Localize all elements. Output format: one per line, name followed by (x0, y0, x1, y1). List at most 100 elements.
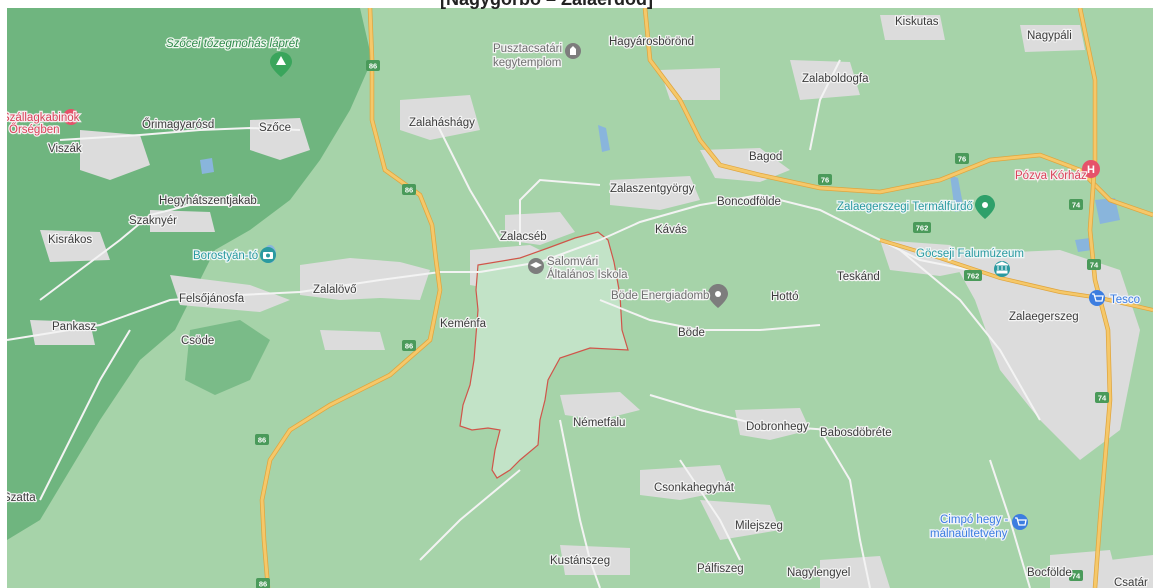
map-canvas[interactable]: 86 86 86 86 86 76 76 762 762 74 74 74 74… (7, 8, 1153, 588)
place-label: Németfalu (573, 417, 625, 429)
poi-label: Göcseji Falumúzeum (916, 248, 1024, 260)
place-label: Csatár (1114, 577, 1148, 588)
poi-markers: H (63, 43, 1105, 530)
place-label: Zalalövő (313, 284, 356, 296)
map-view[interactable]: 86 86 86 86 86 76 76 762 762 74 74 74 74… (7, 8, 1153, 588)
highlighted-municipality[interactable] (459, 231, 629, 479)
hospital-pin-icon[interactable]: H (1082, 160, 1100, 178)
place-label: Bagod (749, 151, 782, 163)
place-label: Csonkahegyhát (654, 482, 735, 494)
place-label: Őrimagyarósd (142, 117, 214, 131)
place-label: Keménfa (440, 318, 487, 330)
church-pin-icon[interactable] (565, 43, 581, 59)
place-label: Hagyárosbörönd (609, 36, 694, 48)
place-label: Zalaboldogfa (802, 73, 869, 85)
place-label: Pankasz (52, 321, 96, 333)
poi-label: Borostyán-tó (193, 250, 258, 262)
page-title: [Nagygörbő – Zalaerdőd] (440, 0, 653, 10)
minor-roads (7, 59, 1041, 588)
svg-text:74: 74 (1072, 572, 1081, 581)
poi-label: Salomvári (547, 256, 598, 268)
place-label: Nagypáli (1027, 30, 1072, 42)
place-label: Csöde (181, 335, 214, 347)
park-pin-icon[interactable] (270, 52, 292, 77)
place-label: Hegyhátszentjakab (159, 195, 257, 207)
place-label: Viszák (48, 143, 82, 155)
poi-label: Szállagkabinok (7, 112, 80, 124)
place-label: Nagylengyel (787, 567, 850, 579)
place-label: Szaknyér (129, 215, 177, 227)
poi-label: Cimpó hegy - (940, 514, 1009, 526)
svg-text:86: 86 (259, 580, 267, 588)
shield-74: 74 (1069, 570, 1083, 581)
place-label: Szatta (7, 492, 36, 504)
left-margin (0, 0, 7, 588)
shield-86: 86 (402, 340, 416, 351)
built-areas (30, 15, 1153, 588)
svg-text:76: 76 (958, 155, 966, 164)
place-label: Kiskutas (895, 16, 939, 28)
map-labels: Szőcei tőzegmohás láprét Pusztacsatári k… (7, 15, 1149, 588)
shield-86: 86 (402, 184, 416, 195)
hotel-pin-icon[interactable] (63, 109, 79, 125)
shield-74: 74 (1087, 259, 1101, 270)
svg-text:74: 74 (1072, 201, 1081, 210)
place-label: Zalaháshágy (409, 117, 475, 129)
school-pin-icon[interactable] (528, 258, 544, 274)
place-label: Milejszeg (735, 520, 783, 532)
shield-86: 86 (255, 434, 269, 445)
museum-pin-icon[interactable] (994, 261, 1010, 277)
location-pin-icon[interactable] (708, 284, 728, 308)
svg-text:86: 86 (405, 342, 413, 351)
shield-76: 76 (818, 174, 832, 185)
poi-label: Pózva Kórház (1015, 170, 1087, 182)
place-label: Zalaszentgyörgy (610, 183, 695, 195)
poi-label: Szőcei tőzegmohás láprét (166, 38, 299, 50)
place-label: Kustánszeg (550, 555, 610, 567)
top-strip (0, 0, 1153, 8)
shield-76: 76 (955, 153, 969, 164)
place-label: Boncodfölde (717, 196, 781, 208)
place-label: Pálfiszeg (697, 563, 744, 575)
place-label: Teskánd (837, 271, 880, 283)
place-label: Felsőjánosfa (179, 293, 245, 305)
svg-text:86: 86 (405, 186, 413, 195)
place-label: Bocfölde (1027, 567, 1072, 579)
shield-86: 86 (256, 578, 270, 588)
place-label: Hottó (771, 291, 799, 303)
bath-pin-icon[interactable] (975, 195, 995, 219)
place-label: Böde (678, 327, 705, 339)
svg-text:74: 74 (1098, 394, 1107, 403)
shopping-cart-pin-icon[interactable] (1012, 514, 1028, 530)
poi-label: málnaültetvény (930, 528, 1008, 540)
shopping-cart-pin-icon[interactable] (1089, 290, 1105, 306)
svg-text:86: 86 (369, 62, 377, 71)
place-label: Szőce (259, 122, 291, 134)
place-label: Babosdöbréte (820, 427, 892, 439)
main-roads (259, 8, 1153, 588)
poi-label: Tesco (1110, 294, 1140, 306)
svg-text:762: 762 (916, 224, 929, 233)
place-label: Kisrákos (48, 234, 92, 246)
svg-text:H: H (1087, 164, 1095, 176)
poi-label: Zalaegerszegi Termálfürdő (837, 201, 973, 213)
place-label: Zalaegerszeg (1009, 311, 1079, 323)
poi-label: Általános Iskola (547, 268, 628, 281)
place-label: Dobronhegy (746, 421, 809, 433)
place-label: Zalacséb (500, 231, 547, 243)
svg-text:86: 86 (258, 436, 266, 445)
poi-label: Őrségben (9, 122, 60, 136)
shield-74: 74 (1069, 199, 1083, 210)
forest-patch (185, 320, 270, 395)
camera-pin-icon[interactable] (260, 247, 276, 263)
poi-label: Pusztacsatári (493, 43, 562, 55)
shield-86: 86 (366, 60, 380, 71)
shield-74: 74 (1095, 392, 1109, 403)
svg-text:76: 76 (821, 176, 829, 185)
svg-text:74: 74 (1090, 261, 1099, 270)
place-label: Kávás (655, 224, 687, 236)
svg-text:762: 762 (967, 272, 980, 281)
road-shields: 86 86 86 86 86 76 76 762 762 74 74 74 74 (255, 60, 1109, 588)
shield-762: 762 (913, 222, 931, 233)
shield-762: 762 (964, 270, 982, 281)
